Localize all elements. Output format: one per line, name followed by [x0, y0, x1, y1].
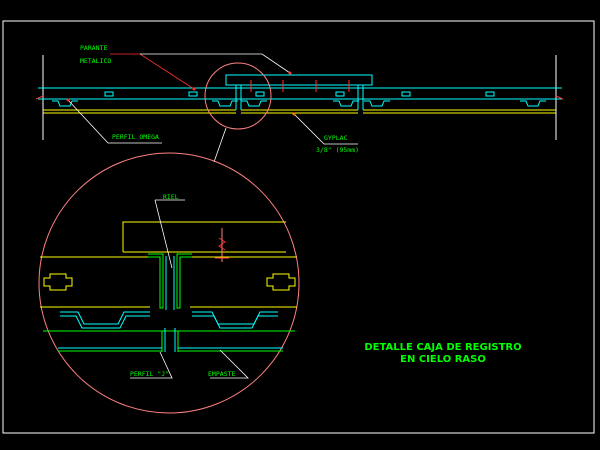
- ceiling-elevation: [35, 53, 564, 163]
- label-riel: RIEL: [163, 193, 179, 201]
- drawing-frame: [2, 20, 595, 434]
- label-perfil-omega: PERFIL OMEGA: [112, 133, 159, 141]
- label-gyplac-size: 3/8" (95mm): [316, 146, 360, 154]
- label-metalico: METALICO: [80, 57, 112, 65]
- enlarged-detail: [38, 152, 300, 414]
- drawing-title-line2: EN CIELO RASO: [400, 354, 486, 365]
- label-empaste: EMPASTE: [208, 370, 236, 378]
- label-gyplac: GYPLAC: [324, 134, 348, 142]
- drawing-title-line1: DETALLE CAJA DE REGISTRO: [364, 342, 522, 353]
- label-perfil-j: PERFIL "J": [130, 370, 170, 378]
- label-parante: PARANTE: [80, 44, 108, 52]
